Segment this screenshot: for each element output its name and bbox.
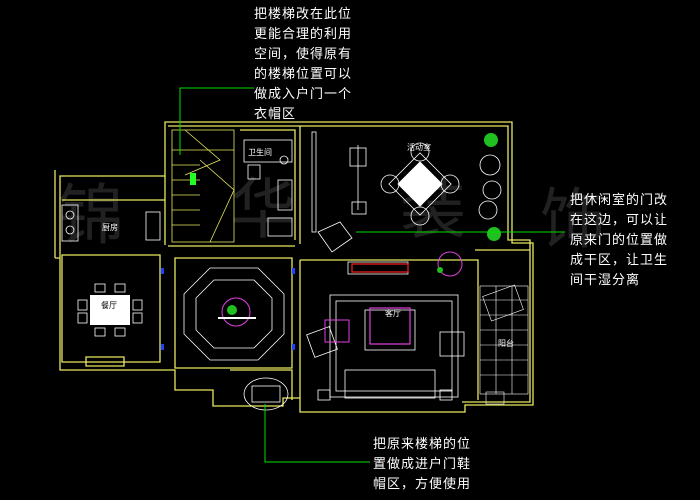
dining-furniture: [77, 283, 143, 337]
entry-ceiling: [183, 267, 285, 361]
room-label-bathroom: 卫生间: [248, 147, 272, 157]
balcony-tiles: [479, 284, 529, 405]
bathroom-fixtures: [243, 139, 293, 237]
watermark: 锦 华 装 饰: [58, 171, 606, 258]
leader-lines: [179, 87, 565, 463]
room-label-living: 客厅: [385, 308, 401, 318]
leisure-furniture: [311, 131, 502, 253]
annotation-shoe-area: 把原来楼梯的位 置做成进户门鞋 帽区，方便使用: [373, 437, 472, 492]
room-label-kitchen: 厨房: [102, 222, 118, 232]
shoe-cabinet: [251, 385, 281, 403]
watermark-char-2: 华: [230, 171, 296, 248]
stair-marker: [190, 173, 196, 185]
leisure-table: [397, 161, 443, 207]
door-markers: [161, 268, 295, 350]
ceiling-light: [221, 297, 251, 327]
plant-icon: [484, 133, 498, 147]
tv-cabinet: [351, 263, 409, 273]
walls: [54, 121, 534, 413]
watermark-char-4: 饰: [540, 181, 606, 258]
staircase: [171, 129, 235, 243]
living-rug: [369, 307, 411, 345]
ceiling-light-center: [227, 305, 237, 315]
kitchen-fixtures: [61, 204, 161, 242]
living-furniture: [306, 261, 465, 401]
plant-icon: [487, 227, 501, 241]
armchair-accent: [324, 319, 350, 343]
room-label-dining: 餐厅: [101, 301, 117, 310]
annotation-leisure-door: 把休闲室的门改 在这边，可以让 原来门的位置做 成干区，让卫生 间干湿分离: [570, 193, 669, 288]
plant-icon: [437, 267, 443, 273]
room-label-balcony: 阳台: [498, 338, 514, 348]
room-label-leisure: 活动室: [407, 142, 431, 152]
watermark-char-1: 锦: [58, 177, 124, 254]
shoe-cabinet-area: [243, 377, 289, 411]
plant-icon: [437, 251, 463, 277]
annotation-stair-relocation: 把楼梯改在此位 更能合理的利用 空间，使得原有 的楼梯位置可以 做成入户门一个 …: [254, 7, 353, 122]
